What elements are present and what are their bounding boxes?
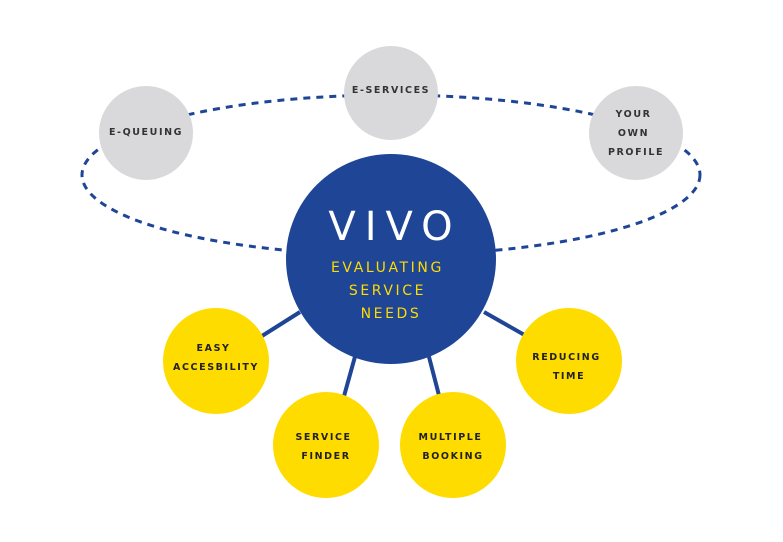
benefit-label-line: MULTIPLE [419, 432, 483, 443]
orbit-service-label-line: E-QUEUING [109, 127, 183, 138]
orbit-service-label: E-QUEUING [109, 127, 183, 138]
center-subtitle: EVALUATING SERVICE NEEDS [331, 260, 451, 322]
benefit-circle [163, 308, 269, 414]
benefit-easy-accesbility: EASY ACCESBILITY [163, 308, 269, 414]
benefit-multiple-booking: MULTIPLE BOOKING [400, 392, 506, 498]
center-subtitle-line: SERVICE [349, 283, 426, 299]
benefit-label-line: ACCESBILITY [173, 362, 259, 373]
orbit-service-circle [589, 86, 683, 180]
orbit-ring [80, 93, 702, 257]
benefit-label-line: BOOKING [422, 451, 483, 462]
brand-title: VIVO [328, 204, 461, 250]
benefit-label-line: FINDER [301, 451, 350, 462]
orbit-service-circle [99, 86, 193, 180]
orbit-service-label-line: OWN [618, 128, 649, 139]
orbit-service-your-own-profile: YOUR OWN PROFILE [589, 86, 683, 180]
arrow-to-reducing-time [483, 310, 533, 340]
orbit-service-label-line: E-SERVICES [352, 85, 430, 96]
benefit-circle [516, 308, 622, 414]
benefit-label: MULTIPLE BOOKING [419, 432, 488, 462]
orbit-service-label: E-SERVICES [352, 85, 430, 96]
orbit-service-circle [344, 46, 438, 140]
orbit-service-label-line: PROFILE [608, 147, 664, 158]
orbit-service-e-queuing: E-QUEUING [99, 86, 193, 180]
benefit-label-line: REDUCING [532, 352, 600, 363]
benefit-reducing-time: REDUCING TIME [516, 308, 622, 414]
benefit-label-line: EASY [197, 343, 231, 354]
center-subtitle-line: EVALUATING [331, 260, 444, 276]
center-circle [286, 154, 496, 364]
benefit-circle [273, 392, 379, 498]
benefit-label-line: TIME [553, 371, 585, 382]
benefit-label: EASY ACCESBILITY [173, 343, 259, 373]
orbit-service-label: YOUR OWN PROFILE [608, 109, 664, 158]
benefit-label-line: SERVICE [295, 432, 351, 443]
center-hub: VIVO EVALUATING SERVICE NEEDS [286, 154, 496, 364]
benefit-circle [400, 392, 506, 498]
benefit-label: SERVICE FINDER [295, 432, 356, 462]
benefit-label: REDUCING TIME [532, 352, 605, 382]
orbit-service-e-services: E-SERVICES [344, 46, 438, 140]
benefit-service-finder: SERVICE FINDER [273, 392, 379, 498]
orbit-service-label-line: YOUR [615, 109, 652, 120]
center-subtitle-line: NEEDS [361, 306, 422, 322]
